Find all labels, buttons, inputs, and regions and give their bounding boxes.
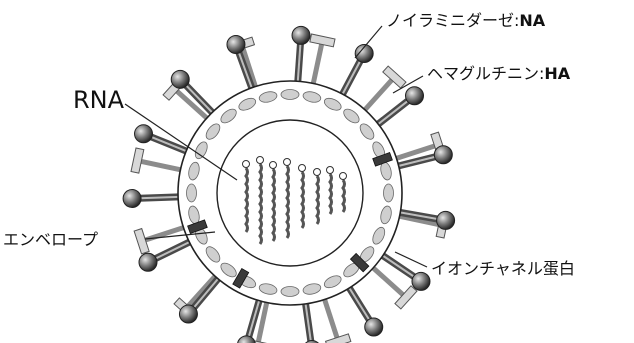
rna-strand [246,168,248,232]
rna-loop [257,157,264,164]
rna-strand [330,174,332,214]
ha-spike-head [412,272,430,290]
neuraminidase-name: ノイラミニダーゼ [386,11,514,30]
ha-spike-head [227,36,245,54]
envelope-label: エンベロープ [3,230,98,249]
ha-spike-head [434,146,452,164]
rna-strand [260,164,262,244]
neuraminidase-abbr: NA [519,11,545,30]
hemagglutinin-name: ヘマグルチニン [427,64,539,83]
rna-strand [317,176,319,224]
inner-envelope-circle [217,120,363,266]
membrane-bead [281,287,299,297]
ion-channel-label: イオンチャネル蛋白 [431,259,575,278]
na-spike-head [310,34,335,47]
membrane-bead [281,90,299,100]
rna-loop [284,159,291,166]
rna-strand [343,180,345,212]
rna-loop [243,161,250,168]
neuraminidase-label: ノイラミニダーゼ:NA [386,11,546,30]
ha-spike-head [123,190,141,208]
ha-spike-head [135,125,153,143]
ha-spike-head [237,336,255,343]
rna-loop [299,165,306,172]
ha-spike-head [292,26,310,44]
membrane-bead [384,184,394,202]
membrane-bead [187,184,197,202]
ha-spike-head [171,70,189,88]
na-spike-head [131,148,144,173]
ha-spike-head [406,87,424,105]
ha-spike-head [437,211,455,229]
rna-label: RNA [73,86,125,114]
ha-spike-head [365,318,383,336]
rna-loop [314,169,321,176]
rna-loop [327,167,334,174]
hemagglutinin-label: ヘマグルチニン:HA [427,64,571,83]
rna-strand [273,169,275,241]
hemagglutinin-abbr: HA [544,64,570,83]
rna-loop [270,162,277,169]
rna-loop [340,173,347,180]
ha-spike-head [179,305,197,323]
rna-strand [287,166,289,238]
rna-strand [302,172,304,228]
ha-spike-head [139,253,157,271]
